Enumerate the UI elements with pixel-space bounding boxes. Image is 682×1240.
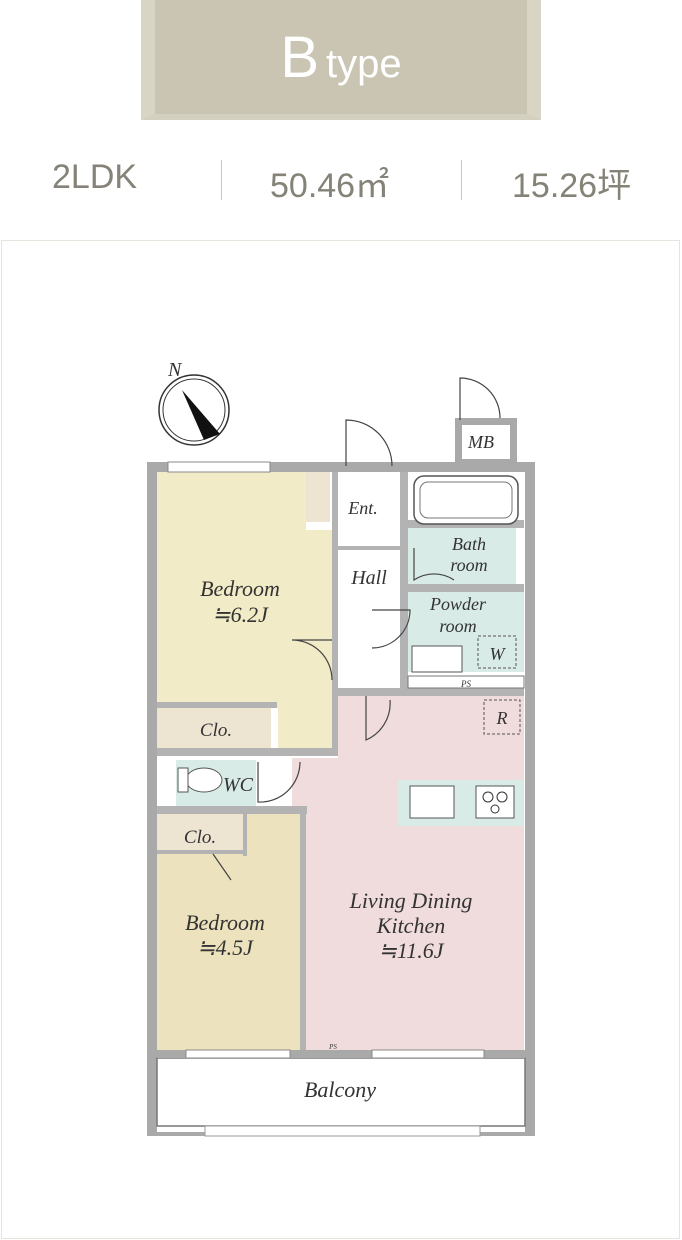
bedroom2-name: Bedroom xyxy=(185,910,265,935)
closet1-label: Clo. xyxy=(200,720,232,741)
wc-label: WC xyxy=(223,774,254,796)
compass xyxy=(158,374,230,446)
pipe-space xyxy=(407,675,525,689)
burner xyxy=(490,804,500,814)
window xyxy=(371,1049,485,1059)
balcony-label: Balcony xyxy=(304,1077,376,1102)
washer-label: W xyxy=(490,644,507,664)
balcony-wall xyxy=(157,1050,525,1058)
toilet-tank xyxy=(177,767,189,793)
bath-label-line1: Bath xyxy=(452,534,486,554)
window xyxy=(185,1049,291,1059)
interior-walls xyxy=(157,472,524,1052)
compass-north-label: N xyxy=(167,359,183,381)
balcony-rail xyxy=(204,1125,481,1137)
compass-inner-ring xyxy=(162,378,226,442)
doors xyxy=(212,377,501,881)
meter-box xyxy=(462,425,510,459)
ldk-label-line2: Kitchen xyxy=(376,913,445,938)
burner xyxy=(496,791,508,803)
type-word: type xyxy=(326,41,402,86)
type-letter: B xyxy=(280,24,321,90)
bedroom1-size: ≒6.2J xyxy=(212,602,269,627)
closet2-area xyxy=(157,814,243,854)
ldk-size: ≒11.6J xyxy=(378,938,444,963)
powder-label-line2: room xyxy=(439,616,476,636)
meter-box-label: MB xyxy=(467,432,494,452)
hall-label: Hall xyxy=(350,567,387,589)
pipe-space-label: PS xyxy=(460,679,471,689)
bedroom2-room xyxy=(157,814,300,1050)
window xyxy=(167,461,271,473)
area-tsubo-spec: 15.26坪 xyxy=(512,167,632,205)
bath-label-line2: room xyxy=(450,555,487,575)
bedroom1-room xyxy=(157,472,332,748)
spec-divider xyxy=(461,160,462,200)
compass-arrow-icon xyxy=(182,390,220,440)
floor-plan-frame xyxy=(1,240,680,1239)
toilet xyxy=(185,767,223,793)
powder-label-line1: Powder xyxy=(429,594,487,614)
type-banner: B type xyxy=(141,0,541,120)
bedroom1-name: Bedroom xyxy=(200,576,280,601)
pipe-space-small-label: PS xyxy=(328,1043,337,1051)
spec-row: 2LDK 50.46㎡ 15.26坪 xyxy=(0,150,682,210)
layout-spec: 2LDK xyxy=(52,158,138,196)
balcony-area xyxy=(156,1057,526,1127)
entrance-label: Ent. xyxy=(347,498,378,518)
kitchen-sink xyxy=(409,785,455,819)
washbasin xyxy=(411,645,463,673)
area-m2-spec: 50.46㎡ xyxy=(270,167,390,205)
burner xyxy=(482,791,494,803)
bedroom2-size: ≒4.5J xyxy=(197,935,254,960)
closet1-area xyxy=(157,708,271,750)
entrance-storage xyxy=(306,472,330,522)
bathtub xyxy=(413,475,519,525)
ldk-label-line1: Living Dining xyxy=(349,888,473,913)
fridge-space xyxy=(483,699,521,735)
bathtub-inner xyxy=(419,481,513,519)
spec-divider xyxy=(221,160,222,200)
fridge-label: R xyxy=(496,708,508,728)
closet2-label: Clo. xyxy=(184,827,216,848)
